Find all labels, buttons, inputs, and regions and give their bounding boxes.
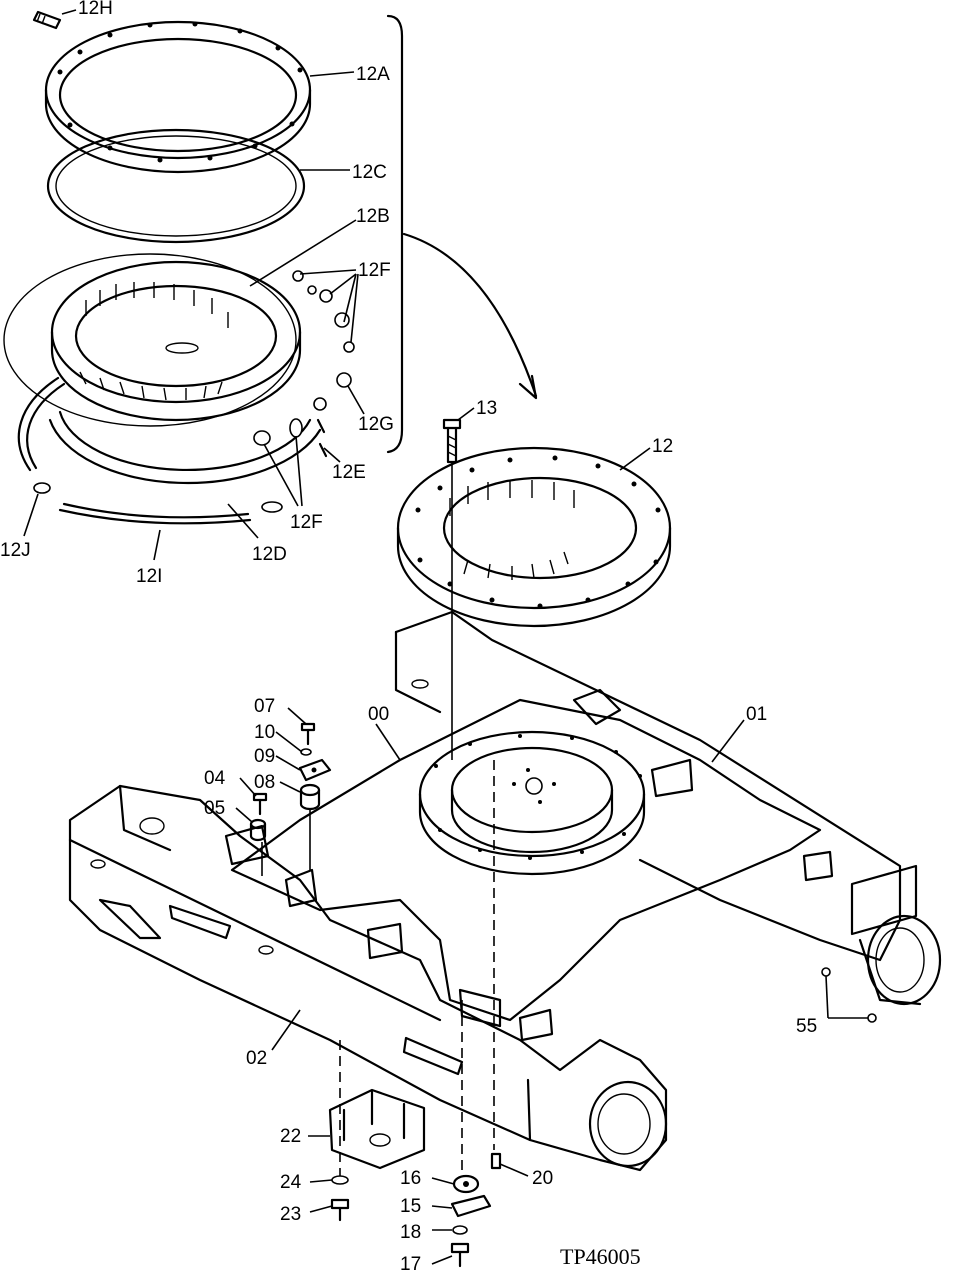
plug-12J (33, 482, 51, 494)
callout-10: 10 (254, 722, 275, 743)
callout-12I: 12I (136, 566, 162, 587)
plate-15 (450, 1194, 492, 1218)
bolt-17 (450, 1242, 470, 1268)
callout-05: 05 (204, 798, 225, 819)
callout-08: 08 (254, 772, 275, 793)
callout-04: 04 (204, 768, 226, 789)
group-bracket (386, 14, 404, 454)
callout-02: 02 (246, 1048, 267, 1069)
washer-18 (452, 1225, 468, 1235)
bearing-inner-gear-12B (3, 253, 302, 427)
balls-12F (292, 270, 355, 353)
callout-00: 00 (368, 704, 389, 725)
bolt-12H (32, 10, 62, 30)
callout-07: 07 (254, 696, 275, 717)
callout-16: 16 (400, 1168, 421, 1189)
cover-16 (452, 1174, 480, 1194)
callout-20: 20 (532, 1168, 553, 1189)
bolt-04 (252, 792, 268, 816)
callout-18: 18 (400, 1222, 421, 1243)
bolt-07 (300, 722, 316, 746)
callout-17: 17 (400, 1254, 421, 1272)
diagram-code: TP46005 (560, 1244, 641, 1269)
bushing-08 (299, 783, 321, 811)
track-frame-assembly (68, 610, 942, 1172)
washer-10 (300, 748, 312, 756)
bearing-outer-race-12A (44, 20, 312, 174)
callout-01: 01 (746, 704, 767, 725)
callout-12F-top: 12F (358, 260, 391, 281)
callout-24: 24 (280, 1172, 302, 1193)
bolt-23 (330, 1198, 350, 1222)
callout-12: 12 (652, 436, 673, 457)
callout-15: 15 (400, 1196, 421, 1217)
plate-09 (298, 758, 332, 782)
retainer-12I (17, 376, 252, 525)
callout-13: 13 (476, 398, 497, 419)
shim-05 (249, 818, 267, 842)
assembly-arrow (402, 232, 538, 398)
callout-55: 55 (796, 1016, 817, 1037)
callout-12E: 12E (332, 462, 366, 483)
side-frame-01 (394, 610, 902, 962)
washer-24 (331, 1175, 349, 1185)
side-frame-02 (68, 784, 668, 1172)
spacers-12E (316, 418, 328, 458)
callout-22: 22 (280, 1126, 301, 1147)
callout-12C: 12C (352, 162, 387, 183)
callout-12A: 12A (356, 64, 390, 85)
callout-23: 23 (280, 1204, 301, 1225)
seal-ring-12C (46, 128, 306, 244)
callout-12J: 12J (0, 540, 31, 561)
callout-12H: 12H (78, 0, 113, 19)
callout-12D: 12D (252, 544, 287, 565)
callout-12B: 12B (356, 206, 390, 227)
callout-12G: 12G (358, 414, 394, 435)
guard-22 (328, 1088, 426, 1170)
pin-20 (490, 1152, 502, 1170)
plug-12G (313, 372, 352, 411)
callout-12F-bottom: 12F (290, 512, 323, 533)
plug-55a (821, 967, 831, 977)
plug-55b (867, 1013, 877, 1023)
swing-bearing-12 (396, 446, 672, 628)
callout-09: 09 (254, 746, 275, 767)
bolt-13 (442, 418, 462, 464)
lower-seal-12D (48, 410, 322, 513)
center-frame-00 (230, 698, 822, 1022)
leader-lines (23, 9, 868, 1265)
